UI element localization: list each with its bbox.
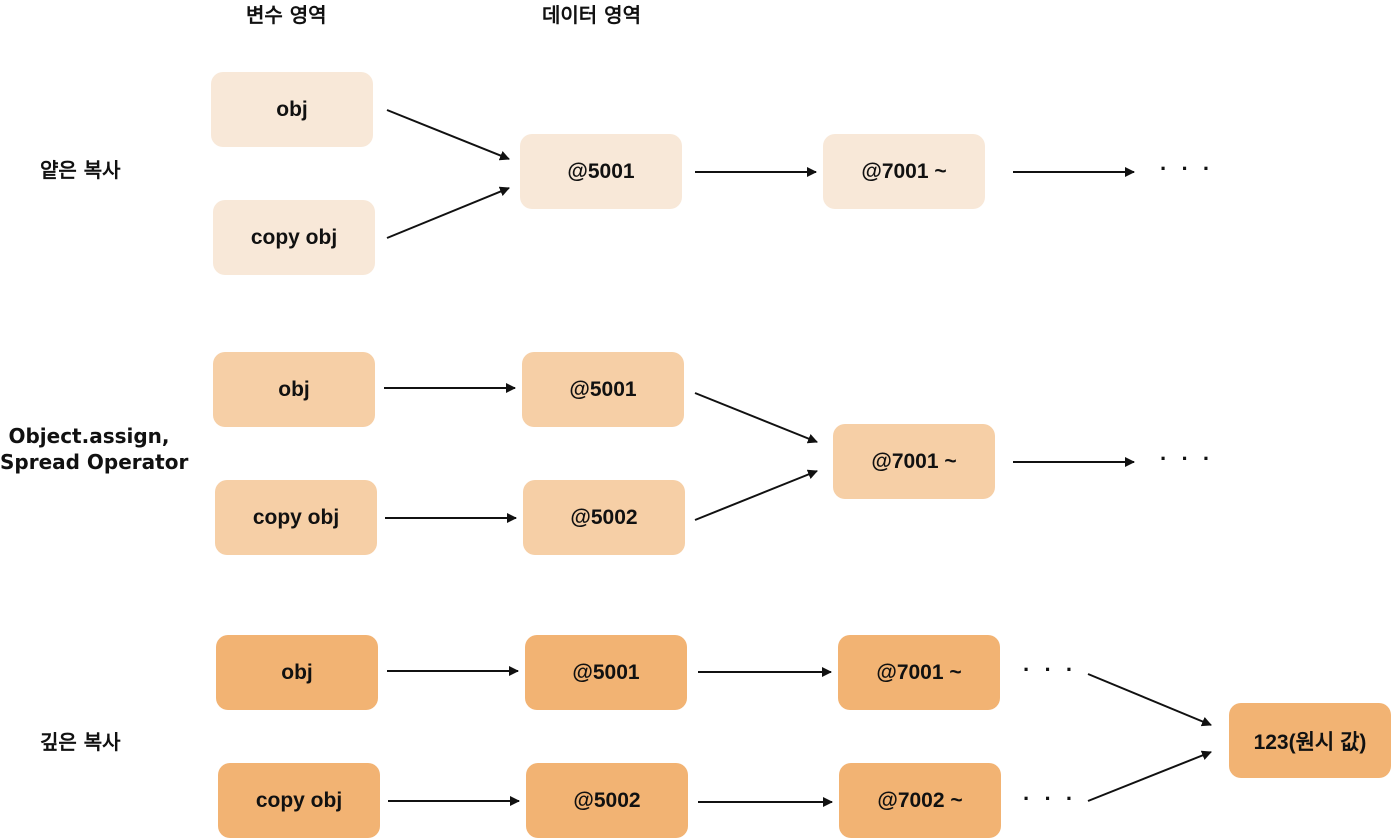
shallow-addr-7001-box: @7001 ~ [823,134,985,209]
shallow-copy-obj-box: copy obj [213,200,375,275]
deep-addr-7001-box: @7001 ~ [838,635,1000,710]
row-label-shallow: 얕은 복사 [40,158,121,182]
arrow-assign-5002-to-7001 [694,469,818,521]
header-data-area: 데이터 영역 [542,3,641,27]
arrow-deep-ellipsis-top-to-primitive [1087,673,1212,727]
deep-ellipsis-top: · · · [1023,657,1078,682]
row-label-deep: 깊은 복사 [40,730,121,754]
header-variable-area: 변수 영역 [246,3,327,27]
arrow-shallow-copy-to-5001 [386,186,510,239]
shallow-ellipsis: · · · [1160,156,1215,181]
assign-addr-7001-box: @7001 ~ [833,424,995,499]
row-label-assign-spread: Object.assign, Spread Operator [0,423,189,475]
arrow-assign-5001-to-7001 [694,392,818,444]
shallow-obj-box: obj [211,72,373,147]
assign-ellipsis: · · · [1160,446,1215,471]
deep-copy-obj-box: copy obj [218,763,380,838]
assign-addr-5002-box: @5002 [523,480,685,555]
assign-copy-obj-box: copy obj [215,480,377,555]
assign-addr-5001-box: @5001 [522,352,684,427]
deep-ellipsis-bottom: · · · [1023,786,1078,811]
deep-obj-box: obj [216,635,378,710]
assign-obj-box: obj [213,352,375,427]
shallow-addr-5001-box: @5001 [520,134,682,209]
deep-addr-7002-box: @7002 ~ [839,763,1001,838]
deep-addr-5001-box: @5001 [525,635,687,710]
row-label-assign-line2: Spread Operator [0,450,189,474]
deep-addr-5002-box: @5002 [526,763,688,838]
deep-primitive-value-box: 123(원시 값) [1229,703,1391,778]
row-label-assign-line1: Object.assign, [8,424,170,448]
arrow-shallow-obj-to-5001 [386,109,510,161]
arrow-deep-ellipsis-bottom-to-primitive [1087,750,1212,802]
